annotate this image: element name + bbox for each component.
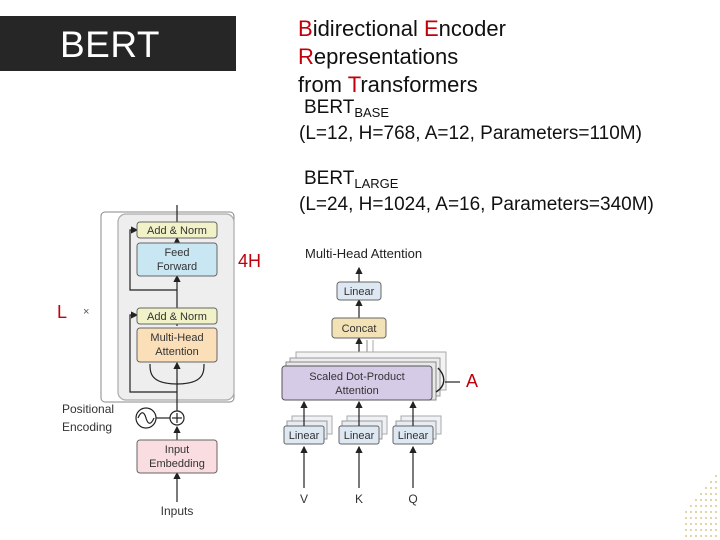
multi-head-attention-diagram: Multi-Head Attention Scaled Dot-Product … — [281, 246, 460, 506]
layers-label: L — [57, 302, 68, 322]
add-norm-bottom — [136, 307, 218, 325]
svg-text:Embedding: Embedding — [149, 458, 205, 470]
heads-label: A — [466, 371, 479, 391]
svg-text:Linear: Linear — [344, 286, 375, 298]
multi-head-attention-block — [136, 327, 218, 363]
variant-base-name: BERTBASE — [304, 97, 390, 120]
svg-text:Linear: Linear — [289, 430, 320, 442]
acronym-line-2: Representations — [298, 44, 459, 69]
title-bar: BERT — [0, 16, 236, 71]
svg-text:Forward: Forward — [157, 261, 197, 273]
input-embedding-block — [136, 439, 218, 474]
linear-stack-v: Linear — [283, 415, 333, 445]
corner-dot-pattern — [685, 475, 717, 537]
concat-block — [331, 317, 387, 339]
svg-text:Multi-Head: Multi-Head — [150, 332, 203, 344]
scaled-dot-product-block — [281, 365, 433, 401]
linear-stack-k: Linear — [338, 415, 388, 445]
input-k-label: K — [355, 492, 363, 506]
output-linear-block — [336, 281, 382, 301]
svg-text:Attention: Attention — [335, 385, 378, 397]
acronym-line-1: Bidirectional Encoder — [298, 16, 506, 41]
times-symbol: × — [83, 306, 89, 318]
positional-label-2: Encoding — [62, 420, 112, 434]
encoder-layer-box — [117, 213, 235, 401]
svg-text:Add & Norm: Add & Norm — [147, 225, 207, 237]
variant-large-params: (L=24, H=1024, A=16, Parameters=340M) — [299, 194, 654, 215]
svg-text:Input: Input — [165, 444, 189, 456]
svg-text:Concat: Concat — [342, 323, 377, 335]
input-v-label: V — [300, 492, 308, 506]
input-q-label: Q — [408, 492, 417, 506]
variant-base-params: (L=12, H=768, A=12, Parameters=110M) — [299, 123, 642, 144]
mha-title: Multi-Head Attention — [305, 246, 422, 261]
linear-stack-q: Linear — [392, 415, 442, 445]
feed-forward-block — [136, 242, 218, 277]
svg-text:Linear: Linear — [344, 430, 375, 442]
acronym-line-3: from Transformers — [298, 72, 478, 97]
page-title: BERT — [60, 24, 161, 65]
add-norm-top — [136, 221, 218, 239]
svg-text:Linear: Linear — [398, 430, 429, 442]
encoder-diagram: Add & Norm Feed Forward Add & Norm Multi… — [62, 205, 235, 518]
variant-large-name: BERTLARGE — [304, 168, 399, 191]
svg-text:Feed: Feed — [164, 247, 189, 259]
positional-label-1: Positional — [62, 402, 114, 416]
svg-text:Add & Norm: Add & Norm — [147, 311, 207, 323]
inputs-label: Inputs — [161, 504, 194, 518]
svg-text:Attention: Attention — [155, 346, 198, 358]
ff-size-label: 4H — [238, 251, 262, 271]
svg-text:Scaled Dot-Product: Scaled Dot-Product — [309, 371, 404, 383]
